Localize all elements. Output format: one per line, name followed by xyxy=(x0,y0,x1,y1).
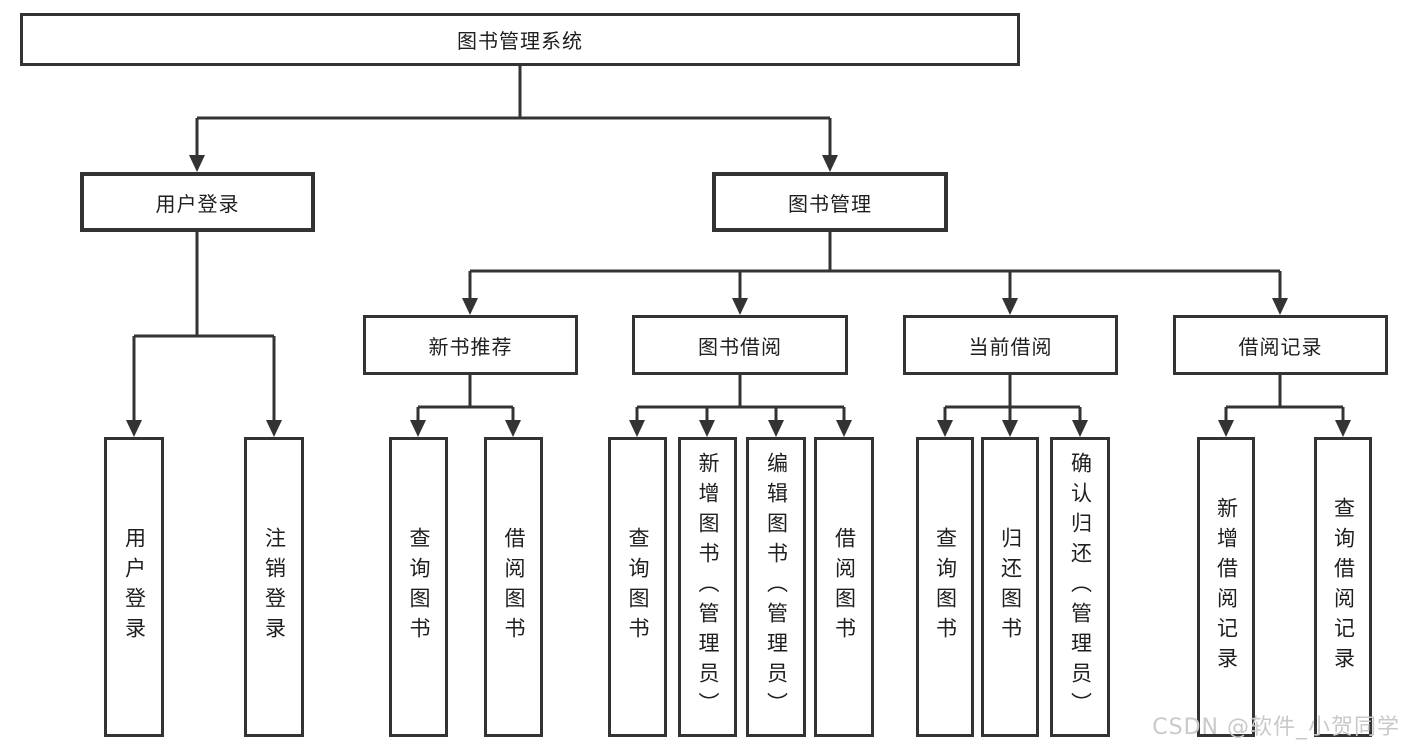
edge-borrow-trunk xyxy=(637,375,844,409)
node-current-borrowing: 当前借阅 xyxy=(903,315,1118,375)
leaf-return-books-label: 归还图书 xyxy=(998,527,1023,647)
node-book-management-label: 图书管理 xyxy=(788,191,872,216)
node-book-borrowing-label: 图书借阅 xyxy=(698,334,782,359)
leaf-query-borrow-record-label: 查询借阅记录 xyxy=(1331,497,1356,677)
edge-userlogin-trunk xyxy=(134,232,274,338)
watermark: CSDN @软件_小贺同学 xyxy=(1152,715,1400,740)
leaf-newbook-query-books: 查询图书 xyxy=(389,437,448,737)
node-book-management: 图书管理 xyxy=(712,172,948,232)
edge-current-trunk xyxy=(945,375,1080,409)
leaf-return-books: 归还图书 xyxy=(981,437,1039,737)
node-new-book-recommend: 新书推荐 xyxy=(363,315,578,375)
node-user-login: 用户登录 xyxy=(80,172,315,232)
leaf-edit-books-admin-label: 编辑图书（管理员） xyxy=(764,452,789,722)
edge-root-trunk xyxy=(197,66,830,120)
leaf-current-query-books-label: 查询图书 xyxy=(933,527,958,647)
edge-bookmgmt-trunk xyxy=(470,232,1280,273)
node-user-login-label: 用户登录 xyxy=(155,191,240,216)
leaf-user-login: 用户登录 xyxy=(104,437,164,737)
leaf-user-login-label: 用户登录 xyxy=(122,527,147,647)
leaf-confirm-return-admin: 确认归还（管理员） xyxy=(1050,437,1110,737)
leaf-borrow-query-books: 查询图书 xyxy=(608,437,667,737)
node-book-borrowing: 图书借阅 xyxy=(632,315,848,375)
leaf-logout-label: 注销登录 xyxy=(262,527,287,647)
leaf-current-query-books: 查询图书 xyxy=(916,437,974,737)
node-library-system-label: 图书管理系统 xyxy=(457,29,583,53)
leaf-add-borrow-record-label: 新增借阅记录 xyxy=(1214,497,1239,677)
leaf-borrow-query-books-label: 查询图书 xyxy=(626,527,650,647)
node-library-system: 图书管理系统 xyxy=(20,13,1020,66)
node-current-borrowing-label: 当前借阅 xyxy=(968,334,1053,359)
node-new-book-recommend-label: 新书推荐 xyxy=(428,334,513,359)
leaf-query-borrow-record: 查询借阅记录 xyxy=(1314,437,1372,737)
node-borrowing-records-label: 借阅记录 xyxy=(1238,334,1323,359)
leaf-borrow-books: 借阅图书 xyxy=(814,437,874,737)
leaf-borrow-books-label: 借阅图书 xyxy=(832,527,857,647)
leaf-add-books-admin-label: 新增图书（管理员） xyxy=(696,452,720,722)
leaf-add-borrow-record: 新增借阅记录 xyxy=(1197,437,1255,737)
leaf-newbook-borrow-books: 借阅图书 xyxy=(484,437,543,737)
leaf-newbook-query-books-label: 查询图书 xyxy=(407,527,431,647)
edge-newbooks-trunk xyxy=(418,375,513,409)
edge-records-trunk xyxy=(1226,375,1343,409)
leaf-logout: 注销登录 xyxy=(244,437,304,737)
node-borrowing-records: 借阅记录 xyxy=(1173,315,1388,375)
leaf-newbook-borrow-books-label: 借阅图书 xyxy=(502,527,526,647)
leaf-add-books-admin: 新增图书（管理员） xyxy=(678,437,737,737)
leaf-edit-books-admin: 编辑图书（管理员） xyxy=(746,437,806,737)
leaf-confirm-return-admin-label: 确认归还（管理员） xyxy=(1068,452,1093,722)
